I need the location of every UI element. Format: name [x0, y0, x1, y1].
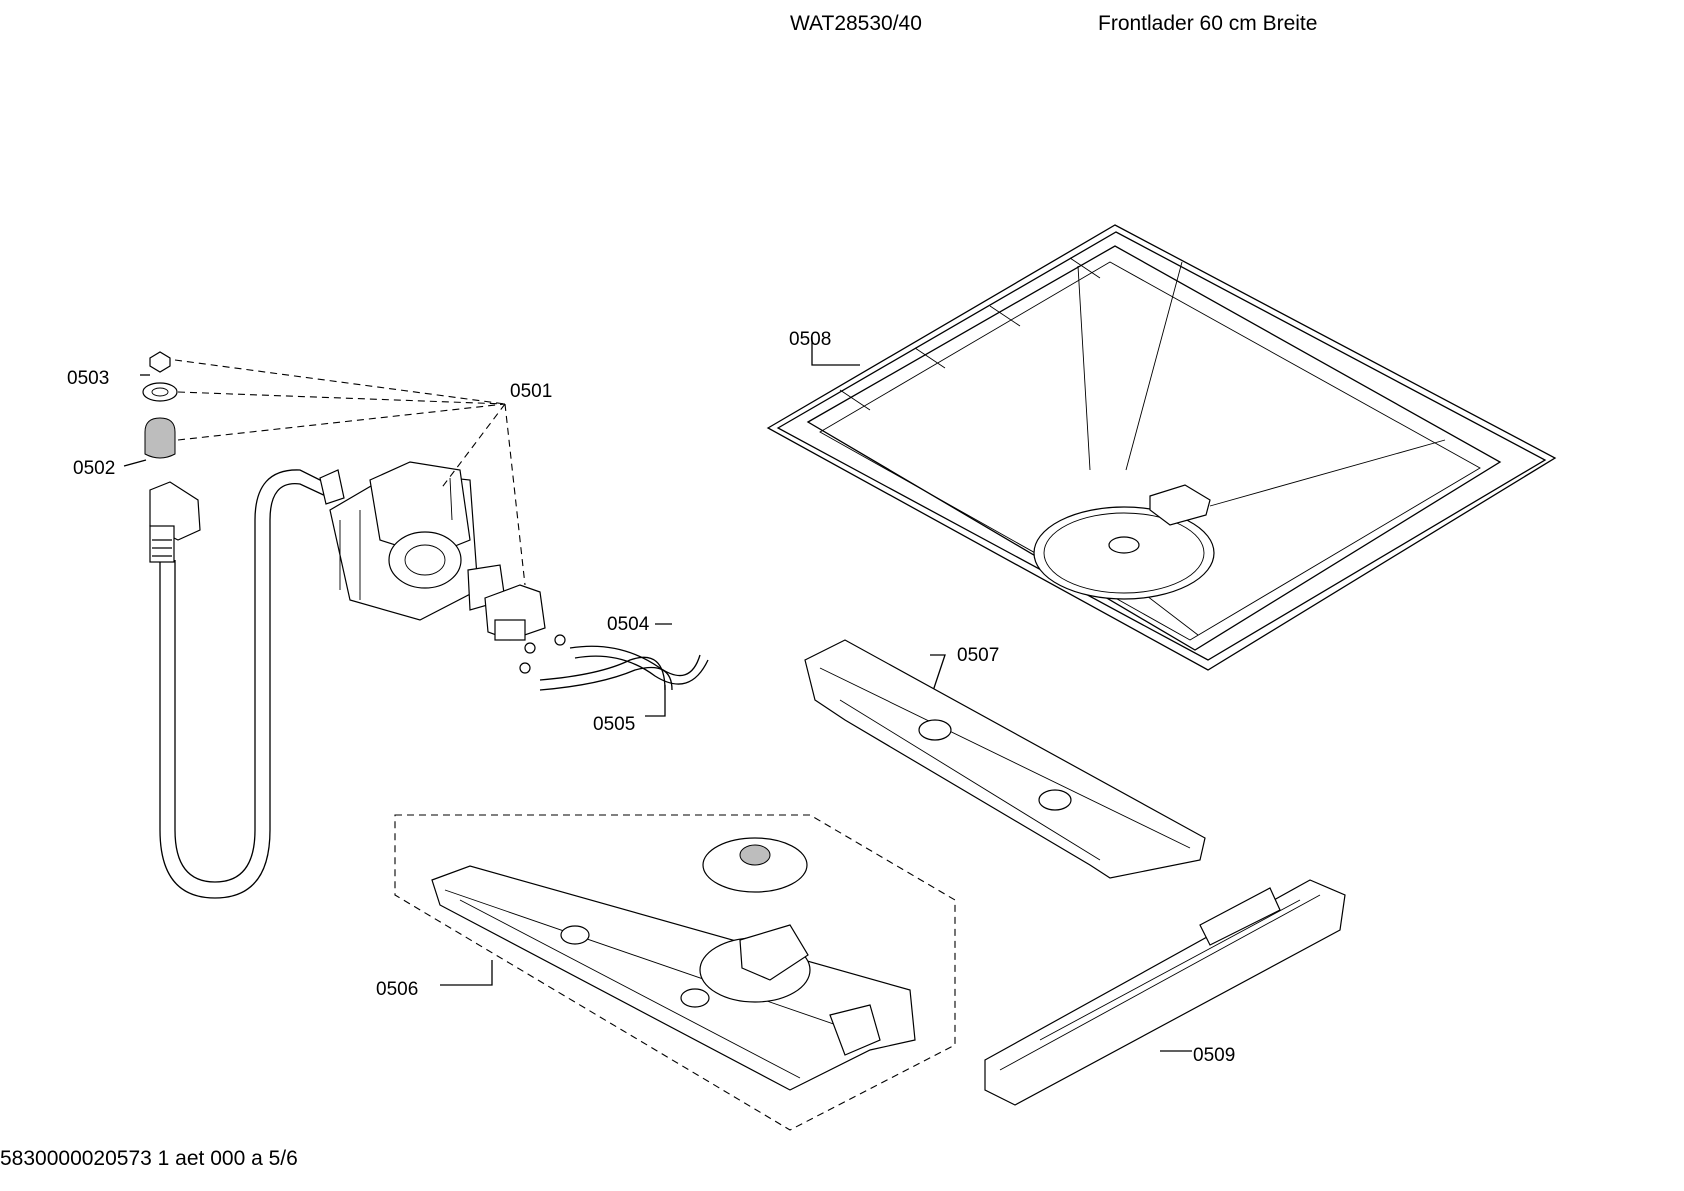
model-number: WAT28530/40 — [790, 12, 922, 35]
model-description: Frontlader 60 cm Breite — [1098, 12, 1318, 35]
label-0507: 0507 — [957, 645, 999, 666]
label-0503: 0503 — [67, 368, 109, 389]
label-0505: 0505 — [593, 714, 635, 735]
label-0501: 0501 — [510, 381, 552, 402]
label-0509: 0509 — [1193, 1045, 1235, 1066]
hoses — [539, 645, 709, 691]
washer-nut-parts — [142, 351, 178, 459]
valve-housing-assembly — [329, 461, 506, 621]
label-0508: 0508 — [789, 329, 831, 350]
label-0502: 0502 — [73, 458, 115, 479]
position-labels: 0501 0502 0503 0504 0505 0506 0507 0508 … — [67, 329, 1235, 1066]
label-0504: 0504 — [607, 614, 650, 635]
inlet-hose — [149, 469, 345, 899]
label-0506: 0506 — [376, 979, 418, 1000]
magnetic-valve — [484, 584, 566, 674]
leader-lines — [123, 337, 1192, 1052]
top-frame-assembly — [766, 224, 1557, 671]
base-assembly — [394, 814, 956, 1131]
rear-rail — [984, 879, 1346, 1106]
document-id: 5830000020573 1 aet 000 a 5/6 — [0, 1147, 298, 1170]
front-rail — [804, 639, 1206, 879]
